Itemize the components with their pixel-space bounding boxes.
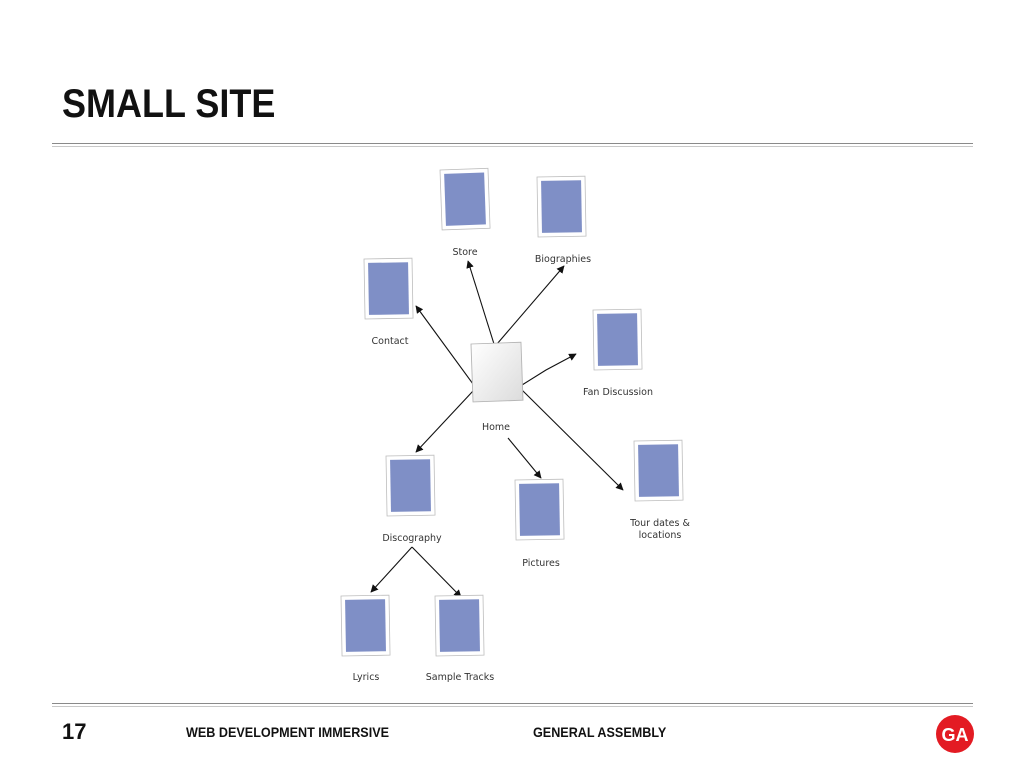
label-contact: Contact <box>372 336 409 347</box>
label-home: Home <box>482 422 510 433</box>
arrow-home-store <box>466 260 495 345</box>
page-icon-lyrics <box>340 594 391 657</box>
arrow-home-discography <box>415 390 474 453</box>
title-divider <box>52 143 973 144</box>
label-tour-line2: locations <box>639 530 682 541</box>
page-icon-store <box>439 167 491 231</box>
arrow-home-contact <box>415 305 474 385</box>
page-icon-sample-tracks <box>434 594 485 657</box>
footer-divider-shadow <box>52 706 973 707</box>
arrow-home-pictures <box>507 437 542 479</box>
footer-course: WEB DEVELOPMENT IMMERSIVE <box>186 724 390 740</box>
arrow-discography-lyrics <box>370 546 413 593</box>
page-icon-fan-discussion <box>592 308 643 371</box>
ga-logo-icon: GA <box>936 715 974 753</box>
page-icon-biographies <box>536 175 587 238</box>
slide-title: SMALL SITE <box>62 82 276 126</box>
label-fan-discussion: Fan Discussion <box>583 387 653 398</box>
label-sample-tracks: Sample Tracks <box>426 672 494 683</box>
page-number: 17 <box>62 719 87 744</box>
label-lyrics: Lyrics <box>353 672 380 683</box>
page-icon-pictures <box>514 478 565 541</box>
arrow-home-tour <box>521 389 624 491</box>
footer-organization: GENERAL ASSEMBLY <box>533 724 667 740</box>
page-icon-tour <box>633 439 684 502</box>
arrow-home-biographies <box>496 265 565 345</box>
title-divider-shadow <box>52 146 973 147</box>
footer-divider <box>52 703 973 704</box>
page-icon-discography <box>385 454 436 517</box>
label-biographies: Biographies <box>535 254 591 265</box>
page-icon-contact <box>363 257 414 320</box>
arrow-discography-samples <box>411 546 462 598</box>
label-tour-line1: Tour dates & <box>629 518 690 529</box>
label-discography: Discography <box>382 533 442 544</box>
arrow-home-fan-discussion <box>521 353 577 386</box>
label-store: Store <box>452 247 477 258</box>
page-icon-home <box>470 341 524 403</box>
label-pictures: Pictures <box>522 558 560 569</box>
logo-text: GA <box>942 725 969 745</box>
